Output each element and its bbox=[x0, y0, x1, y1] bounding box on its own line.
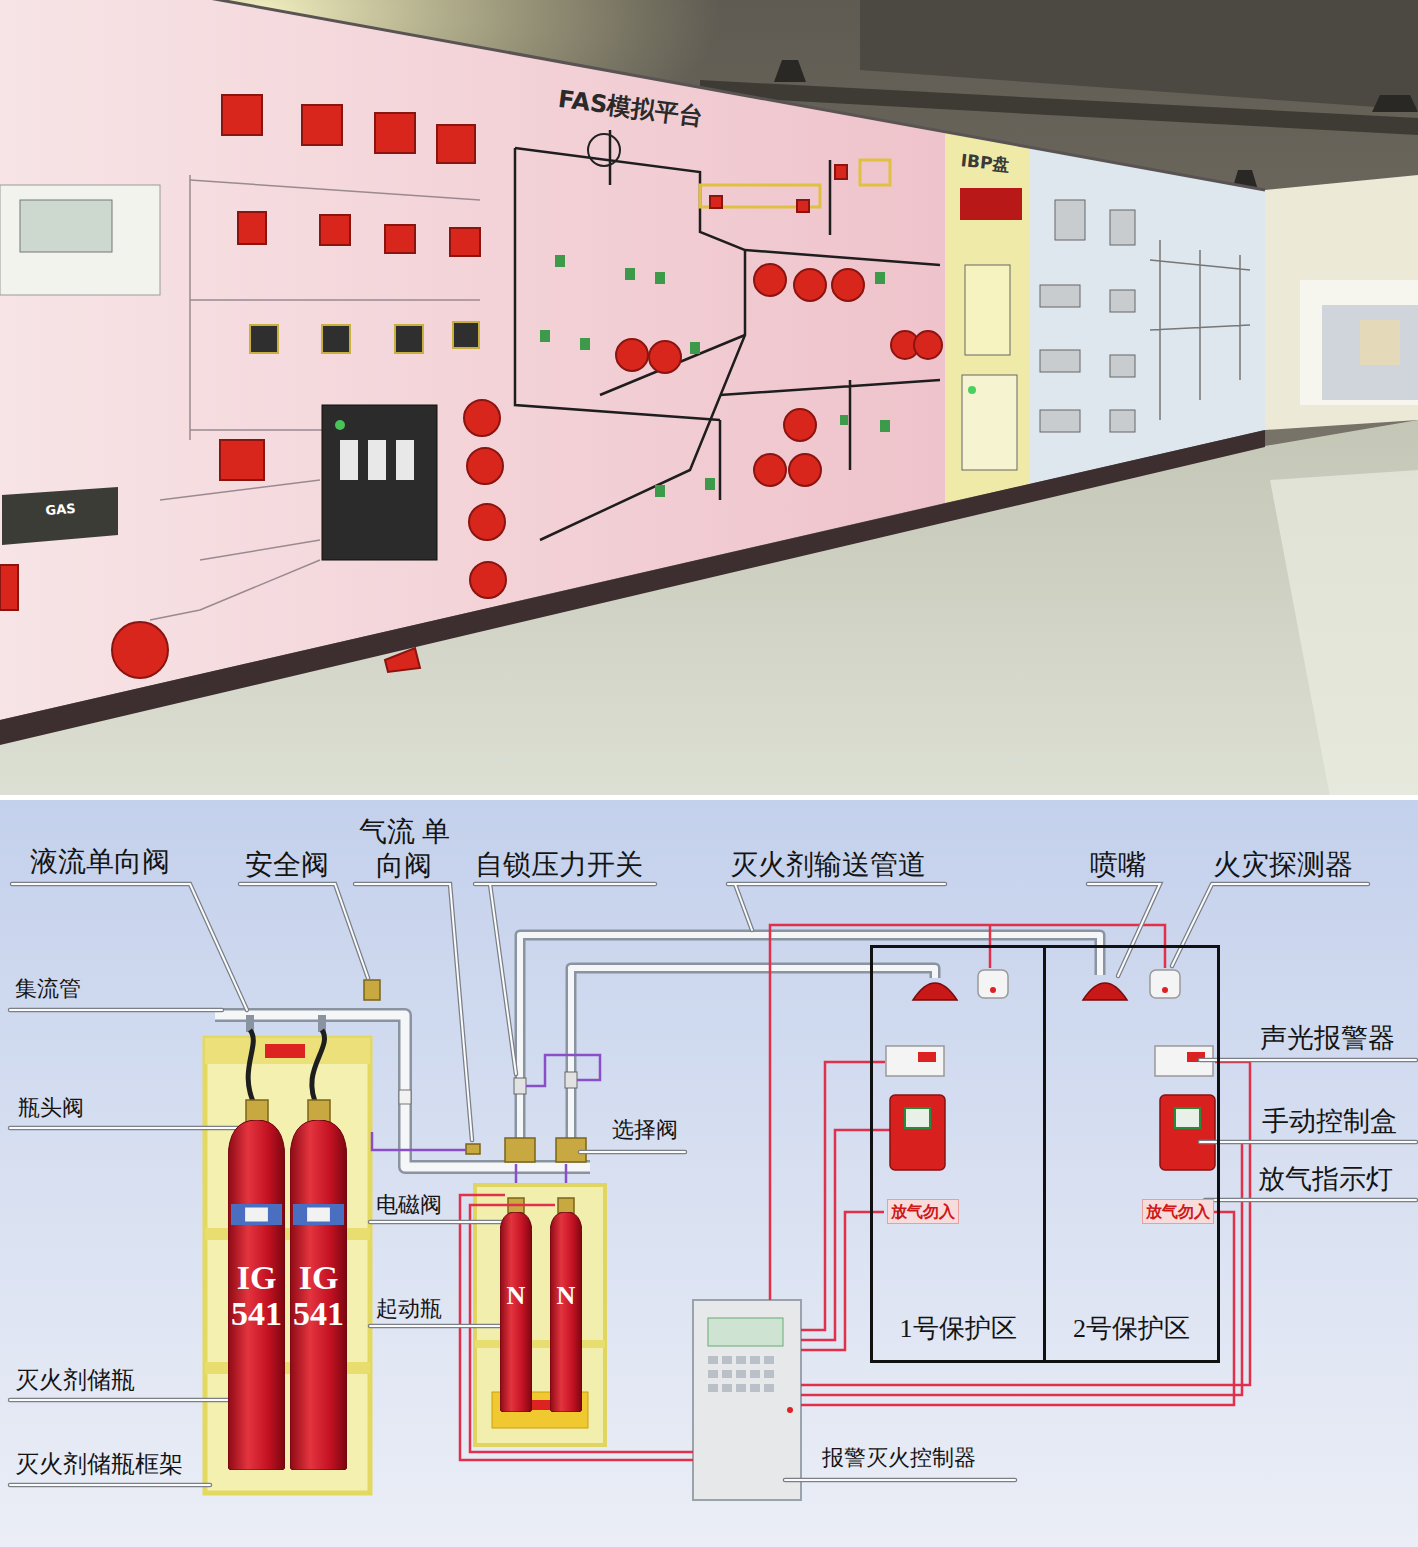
callout-label: 自锁压力开关 bbox=[475, 848, 643, 882]
discharge-sign: 放气勿入 bbox=[1142, 1199, 1214, 1224]
callout-label: 气流 单向阀 bbox=[354, 815, 454, 882]
callout-label: 电磁阀 bbox=[376, 1192, 442, 1218]
cylinder-body bbox=[500, 1212, 532, 1412]
callout-label: 选择阀 bbox=[612, 1117, 678, 1143]
callout-label: 瓶头阀 bbox=[18, 1095, 84, 1121]
callout-label: 灭火剂储瓶框架 bbox=[15, 1450, 183, 1479]
sign-text: 放气勿入 bbox=[1146, 1202, 1210, 1221]
cylinder-body bbox=[228, 1120, 285, 1470]
agent-cylinder: IG 541 bbox=[228, 1120, 285, 1470]
protection-zone: 1号保护区 放气勿入 bbox=[870, 945, 1046, 1363]
cylinder-text: N bbox=[550, 1282, 582, 1309]
cylinder-shape bbox=[550, 1212, 582, 1412]
cylinder-text: IG 541 bbox=[228, 1260, 285, 1331]
callout-label: 声光报警器 bbox=[1260, 1022, 1395, 1054]
zone-label: 2号保护区 bbox=[1046, 1311, 1217, 1346]
cylinder-label-stripe bbox=[307, 1208, 330, 1222]
callout-label: 放气指示灯 bbox=[1258, 1163, 1393, 1195]
starter-cylinder: N bbox=[500, 1212, 532, 1412]
discharge-sign: 放气勿入 bbox=[887, 1199, 959, 1224]
cylinder-text: IG 541 bbox=[290, 1260, 347, 1331]
callout-label: 液流单向阀 bbox=[30, 845, 170, 879]
cylinder-label-band bbox=[293, 1204, 344, 1225]
cylinder-body bbox=[550, 1212, 582, 1412]
callout-label: 手动控制盒 bbox=[1262, 1105, 1397, 1137]
callout-label: 灭火剂输送管道 bbox=[730, 848, 926, 882]
callout-label: 灭火剂储瓶 bbox=[15, 1366, 135, 1395]
callout-label: 起动瓶 bbox=[376, 1296, 442, 1322]
zone-label: 1号保护区 bbox=[873, 1311, 1043, 1346]
callout-label: 喷嘴 bbox=[1090, 848, 1146, 882]
sign-text: 放气勿入 bbox=[891, 1202, 955, 1221]
agent-cylinder: IG 541 bbox=[290, 1120, 347, 1470]
cylinder-label-band bbox=[231, 1204, 282, 1225]
callout-label: 报警灭火控制器 bbox=[822, 1445, 976, 1471]
starter-cylinder: N bbox=[550, 1212, 582, 1412]
cylinder-label-stripe bbox=[245, 1208, 268, 1222]
cylinder-text: N bbox=[500, 1282, 532, 1309]
callout-label: 安全阀 bbox=[245, 848, 329, 882]
cylinder-body bbox=[290, 1120, 347, 1470]
panel-badge: GAS bbox=[45, 501, 76, 519]
cylinder-shape bbox=[500, 1212, 532, 1412]
callout-label: 火灾探测器 bbox=[1213, 848, 1353, 882]
callout-label: 集流管 bbox=[15, 976, 81, 1002]
protection-zone: 2号保护区 放气勿入 bbox=[1043, 945, 1220, 1363]
